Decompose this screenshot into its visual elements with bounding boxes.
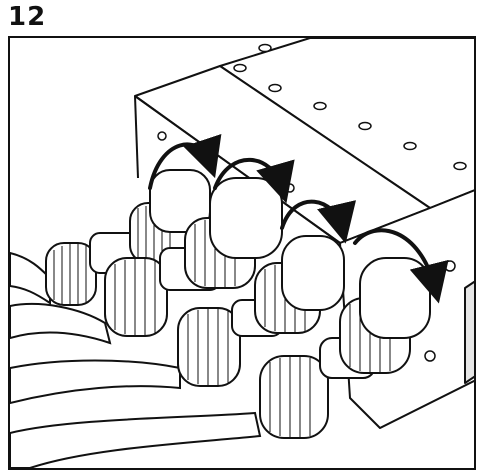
illustration-frame: [8, 36, 476, 470]
rotate-clockwise-arrow-icon: [213, 157, 295, 204]
screw-icon: [444, 260, 456, 272]
cables: [10, 251, 262, 468]
screw-icon: [157, 131, 167, 141]
screw-icon: [285, 183, 295, 193]
rotation-arrows: [148, 133, 449, 304]
screw-icon: [313, 101, 327, 111]
screw-icon: [258, 43, 272, 53]
screws: [157, 43, 467, 362]
connector-2: [104, 177, 283, 337]
screw-icon: [358, 121, 372, 131]
rotate-clockwise-arrow-icon: [148, 133, 222, 190]
screw-icon: [403, 141, 417, 151]
installation-illustration: [10, 38, 474, 468]
screw-icon: [268, 83, 282, 93]
screw-icon: [453, 161, 467, 171]
screw-icon: [233, 63, 247, 73]
screw-icon: [424, 350, 436, 362]
connector-3: [177, 235, 345, 387]
rotate-clockwise-arrow-icon: [353, 228, 449, 304]
step-number: 12: [8, 2, 47, 32]
rotate-clockwise-arrow-icon: [280, 199, 356, 244]
